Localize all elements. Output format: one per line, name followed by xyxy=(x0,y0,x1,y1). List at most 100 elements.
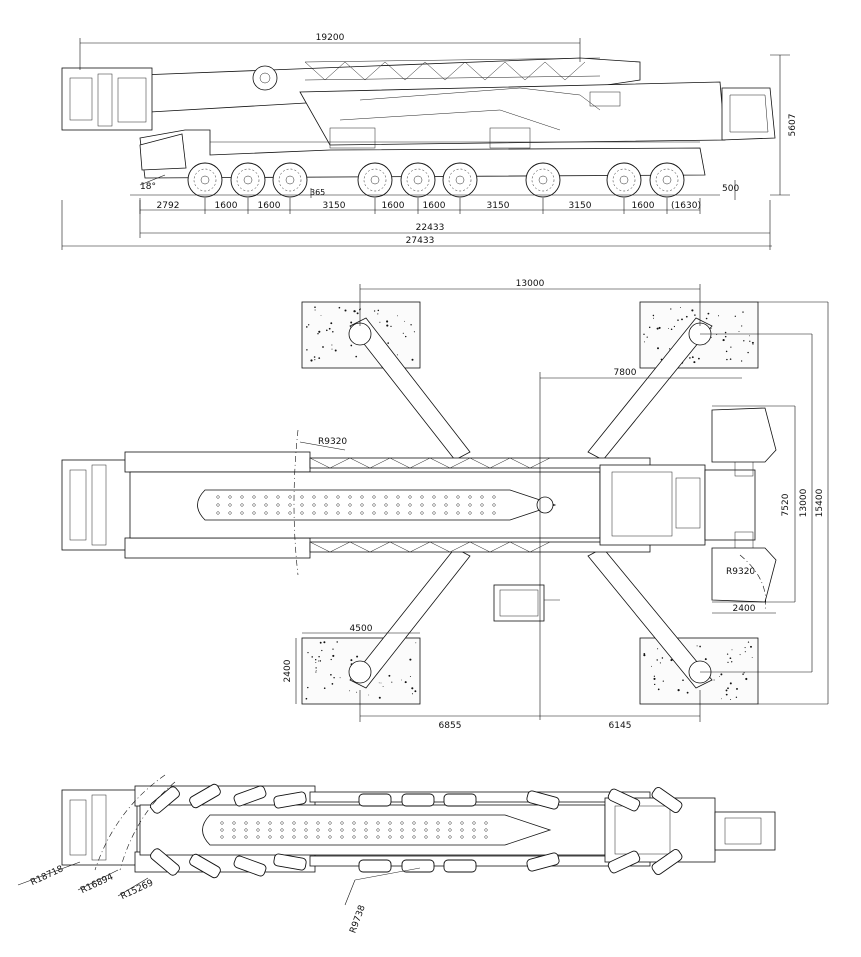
pad-speckle xyxy=(388,674,391,677)
pad-speckle xyxy=(386,320,389,323)
boom-hole xyxy=(436,835,440,839)
pad-speckle xyxy=(711,336,713,338)
steered-tyre xyxy=(233,855,267,877)
pad-speckle xyxy=(729,657,732,660)
boom-hole xyxy=(240,495,244,499)
pad-speckle xyxy=(643,341,645,343)
pad-speckle xyxy=(721,698,722,700)
wheel-hub xyxy=(243,175,253,185)
counterweight-width-label: 7520 xyxy=(781,493,791,516)
boom-hole xyxy=(412,828,416,832)
boom-hole xyxy=(364,828,368,832)
boom-hole xyxy=(432,495,436,499)
wheel-hub xyxy=(200,175,210,185)
wheel-tread xyxy=(236,168,260,192)
boom-hole xyxy=(420,495,424,499)
steered-tyre xyxy=(607,788,641,812)
pad-speckle xyxy=(311,656,313,658)
pad-speckle xyxy=(368,694,370,696)
pad-speckle xyxy=(693,361,696,364)
boom-hole xyxy=(336,511,340,515)
boom-hole xyxy=(400,835,404,839)
boom xyxy=(61,57,641,131)
wheel-tread xyxy=(363,168,387,192)
pad-speckle xyxy=(382,685,384,687)
turning-boom-holes xyxy=(220,821,488,839)
boom-hole xyxy=(352,828,356,832)
spacing-label: 3150 xyxy=(323,201,346,211)
pad-speckle xyxy=(319,660,322,662)
pad-speckle xyxy=(330,673,332,676)
wheel xyxy=(400,162,436,198)
pad-speckle xyxy=(726,653,729,655)
wheel xyxy=(525,162,561,198)
pad-speckle xyxy=(373,310,376,312)
pad-speckle xyxy=(315,667,317,669)
pad-speckle xyxy=(350,321,353,324)
boom-hole xyxy=(424,835,428,839)
pad-speckle xyxy=(699,645,701,648)
spacing-label: 1600 xyxy=(632,201,655,211)
boom-hole xyxy=(412,835,416,839)
boom-hole xyxy=(408,495,412,499)
spacing-ticks xyxy=(139,198,701,214)
steered-tyre xyxy=(401,859,435,873)
pad-speckle xyxy=(307,651,309,654)
boom-hole xyxy=(396,495,400,499)
plan-view: 13000 7800 R9320 R9320 7520 13000 15400 … xyxy=(61,279,829,731)
pad-speckle xyxy=(717,315,720,317)
pad-speckle xyxy=(691,309,694,312)
wheel xyxy=(187,162,223,198)
pad-speckle xyxy=(378,696,381,699)
steered-tyre xyxy=(526,790,560,810)
pad-speckle xyxy=(677,319,679,321)
pad-speckle xyxy=(328,327,331,330)
pad-speckle xyxy=(740,360,743,362)
boom-hole xyxy=(388,821,392,825)
boom-hole xyxy=(232,828,236,832)
spacing-label: 3150 xyxy=(569,201,592,211)
angle-label: 18° xyxy=(140,182,156,192)
pad-speckle xyxy=(323,641,326,644)
boom-hole xyxy=(316,821,320,825)
boom-hole xyxy=(244,828,248,832)
pad-speckle xyxy=(681,318,683,321)
boom-hole xyxy=(292,835,296,839)
counterweight-depth-label: 2400 xyxy=(733,604,756,614)
boom-hole xyxy=(360,495,364,499)
boom-hole xyxy=(304,828,308,832)
steered-tyre xyxy=(401,793,435,807)
boom-hole xyxy=(400,821,404,825)
pad-speckle xyxy=(727,687,729,690)
boom-hole xyxy=(304,835,308,839)
boom-hole xyxy=(420,503,424,507)
pad-speckle xyxy=(677,689,680,692)
boom-hole xyxy=(228,503,232,507)
boom-hole xyxy=(436,821,440,825)
pad-speckle xyxy=(390,325,392,328)
pad-speckle xyxy=(379,321,381,323)
pad-speckle xyxy=(741,325,743,327)
pad-speckle xyxy=(750,645,752,648)
pad-speckle xyxy=(330,322,333,325)
spacing-label: 1600 xyxy=(423,201,446,211)
boom-hole xyxy=(444,495,448,499)
pad-speckle xyxy=(350,659,353,662)
boom-length-label: 19200 xyxy=(316,33,345,43)
pad-speckle xyxy=(323,687,326,689)
wheel-hub xyxy=(370,175,380,185)
boom-hole xyxy=(216,511,220,515)
pad-speckle xyxy=(401,679,403,681)
boom-hole xyxy=(408,511,412,515)
pad-speckle xyxy=(305,697,308,700)
boom-hole xyxy=(312,503,316,507)
pad-speckle xyxy=(673,325,676,328)
pad-speckle xyxy=(704,658,707,661)
steered-tyre xyxy=(273,853,307,871)
pad-speckle xyxy=(654,683,656,685)
pad-speckle xyxy=(339,677,341,679)
wheel xyxy=(230,162,266,198)
boom-hole xyxy=(460,821,464,825)
pad-speckle xyxy=(317,333,319,335)
boom-hole xyxy=(372,495,376,499)
